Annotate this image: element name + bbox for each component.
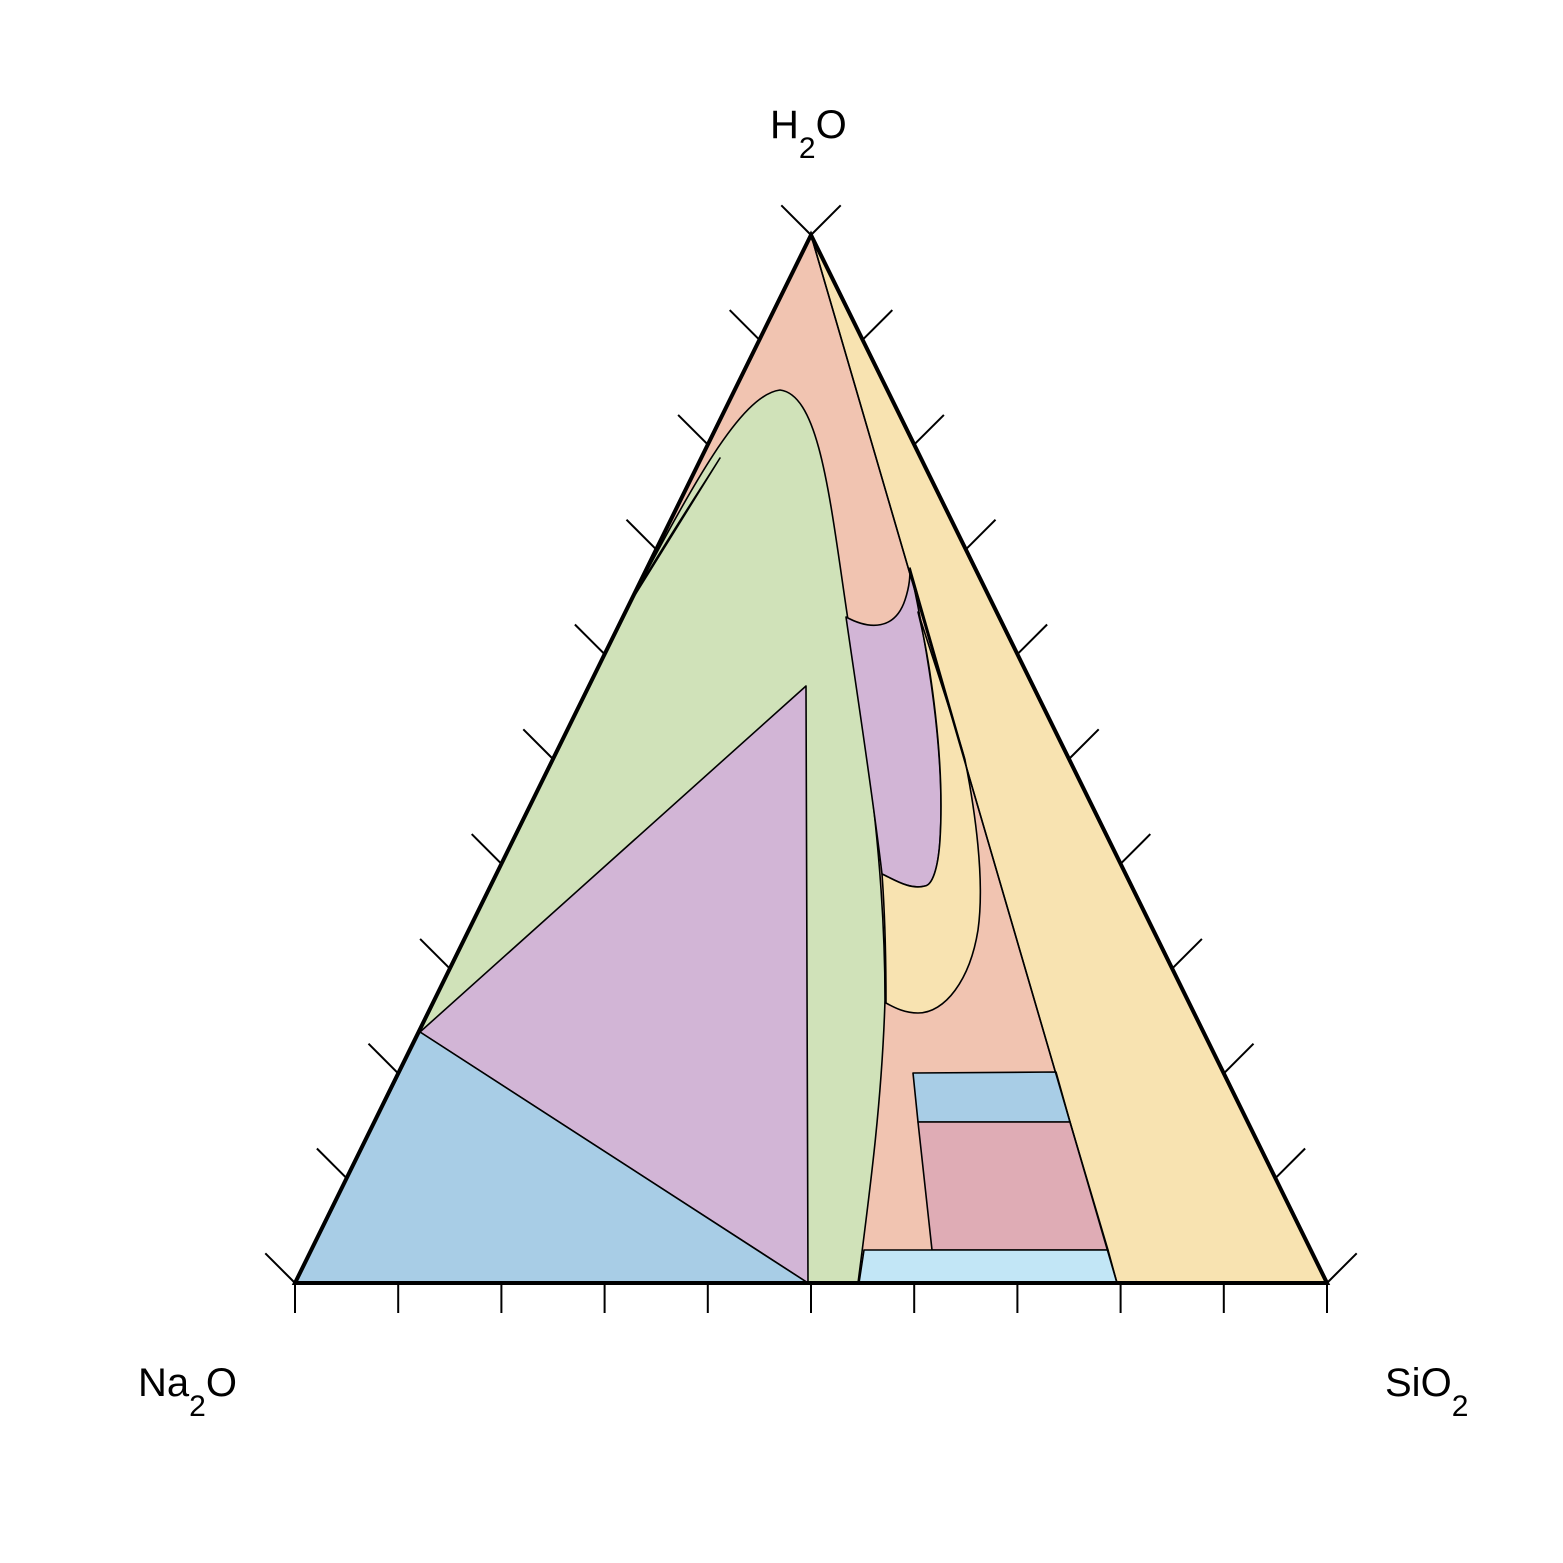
tick-left [470,833,503,865]
tick-left [625,518,657,551]
vertex-label-left: Na2O [138,1361,237,1423]
tick-right [1016,623,1048,655]
tick-right [810,204,842,236]
tick-left [264,1252,296,1284]
tick-right [861,309,894,341]
tick-right [1274,1147,1306,1179]
vertex-label-right: SiO2 [1385,1361,1468,1423]
region-blue-rect [912,1071,1071,1123]
region-lightblue-strip [858,1249,1118,1284]
tick-right [913,414,945,446]
tick-right [1171,938,1203,970]
phase-boundaries [810,234,1118,1284]
tick-left [780,204,812,236]
tick-right [1326,1252,1358,1284]
tick-left [419,938,451,970]
tick-left [522,728,554,760]
phase-regions [294,234,1328,1284]
tick-left [728,309,761,341]
tick-marks [264,204,1358,1313]
tick-left [677,414,709,446]
vertex-label-top: H2O [770,103,847,165]
tick-right [1223,1042,1255,1075]
boundary-line-upper [909,567,966,761]
tick-right [965,518,997,551]
tick-right [1068,728,1100,760]
tick-left [574,623,606,655]
tick-left [316,1147,348,1179]
tick-left [367,1042,399,1075]
tick-right [1119,833,1152,865]
